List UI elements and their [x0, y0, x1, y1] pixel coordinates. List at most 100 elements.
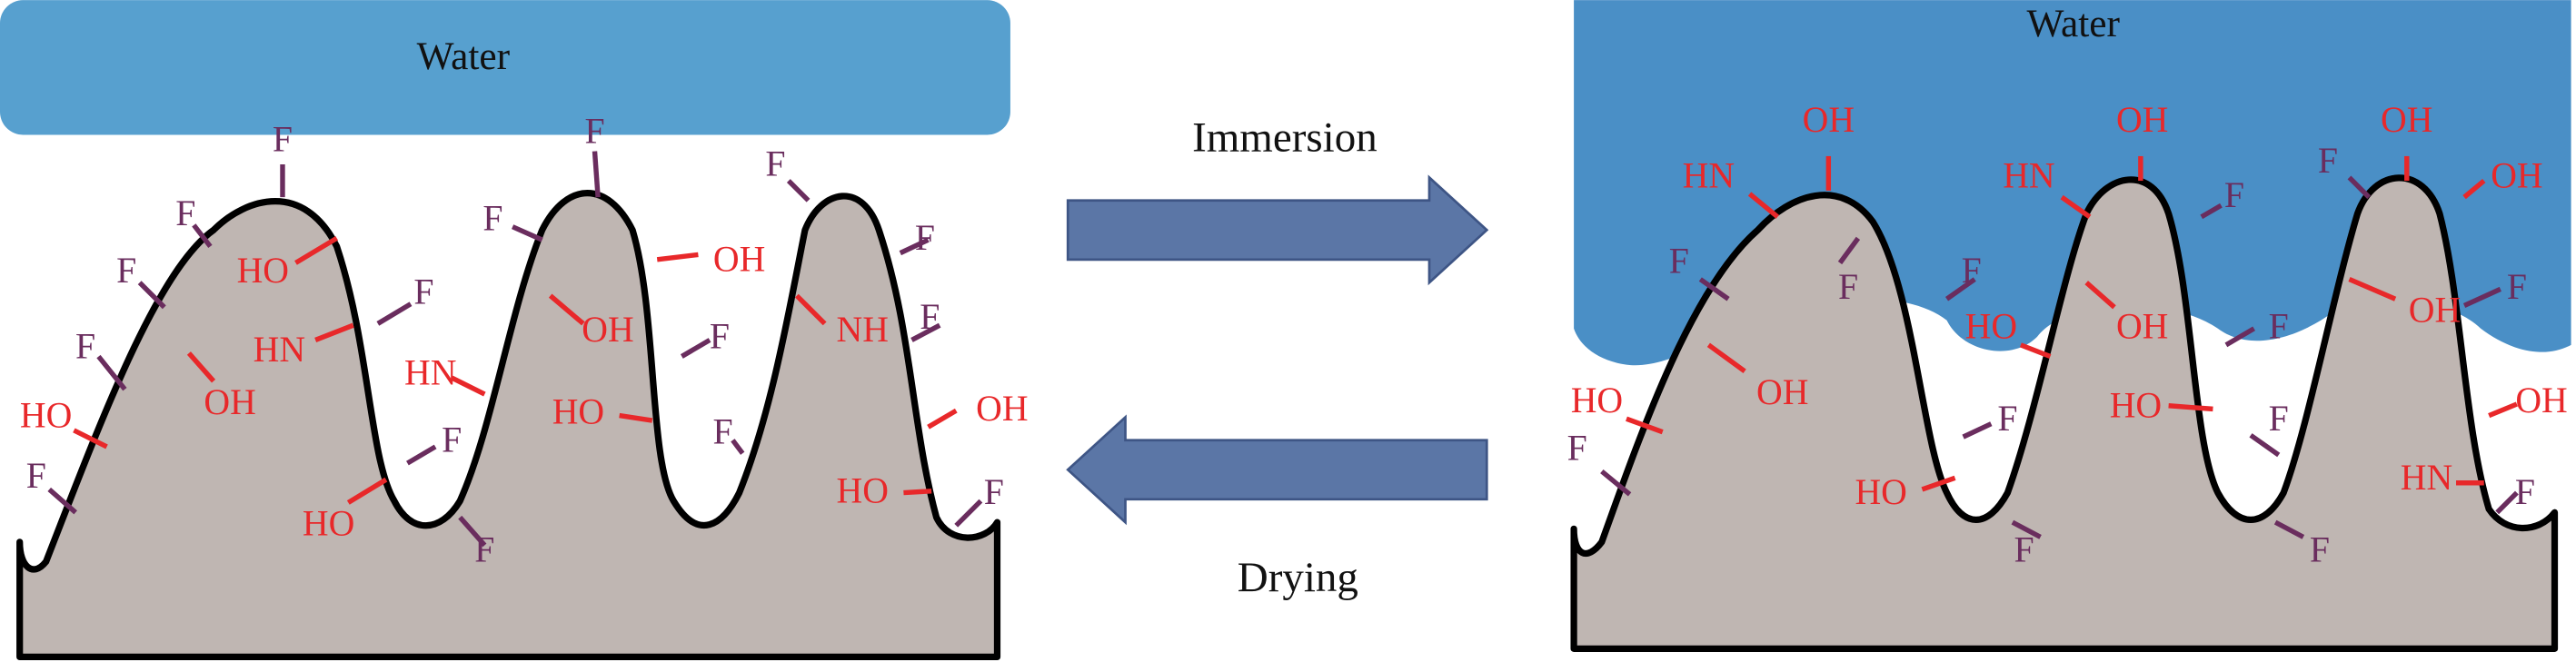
right-panel-group-label-f: F	[2014, 530, 2034, 570]
polar-bond	[2462, 178, 2486, 200]
c-f-bond	[786, 179, 811, 203]
left-panel: Water	[0, 0, 1010, 661]
c-f-bond	[1837, 236, 1861, 265]
right-panel-group-label-f: F	[2269, 307, 2289, 347]
right-panel-group-label-hn: HN	[2003, 155, 2054, 195]
right-water-label: Water	[2027, 2, 2121, 45]
right-panel-group-label-f: F	[1669, 241, 1689, 281]
left-panel-group-label-f: F	[116, 251, 136, 291]
immersion-arrow: Immersion	[1066, 114, 1489, 286]
right-panel-group-label-ho: HO	[2110, 385, 2162, 425]
c-f-bond	[376, 301, 413, 326]
right-panel-group-label-f: F	[1997, 399, 2017, 439]
c-f-bond	[47, 487, 77, 515]
left-panel-group-label-f: F	[482, 198, 502, 238]
left-water-layer	[0, 0, 1010, 135]
c-f-bond	[406, 444, 437, 466]
polar-bond	[314, 322, 354, 342]
right-panel-group-label-f: F	[1838, 267, 1858, 307]
right-panel-group-label-oh: OH	[2409, 291, 2461, 331]
c-f-bond	[512, 224, 543, 242]
c-f-bond	[731, 439, 745, 455]
right-panel-group-label-oh: OH	[2515, 380, 2567, 420]
c-f-bond	[910, 322, 941, 342]
c-f-bond	[2273, 519, 2305, 539]
left-panel-group-label-ho: HO	[836, 470, 888, 510]
c-f-bond	[2249, 433, 2281, 458]
right-panel-group-label-ho: HO	[1571, 380, 1623, 420]
right-panel-group-label-oh: OH	[2116, 100, 2168, 140]
left-panel-group-label-nh: NH	[836, 310, 888, 350]
c-f-bond	[2200, 203, 2223, 220]
c-f-bond	[137, 281, 166, 310]
polar-bond	[2019, 342, 2052, 360]
right-panel-group-label-oh: OH	[1803, 100, 1855, 140]
polar-bond	[450, 375, 486, 397]
polar-bond	[927, 408, 958, 430]
c-f-bond	[1962, 421, 1993, 440]
polar-bond	[2060, 194, 2092, 220]
polar-bond	[548, 293, 585, 326]
left-water-label: Water	[417, 35, 511, 78]
right-panel-group-label-ho: HO	[1855, 472, 1906, 512]
right-panel-group-label-f: F	[1962, 251, 1982, 291]
drying-label: Drying	[1238, 554, 1358, 601]
polar-bond	[2488, 401, 2518, 419]
c-f-bond	[899, 237, 930, 256]
left-panel-group-label-f: F	[584, 111, 604, 151]
polar-bond	[73, 428, 108, 450]
left-panel-group-label-ho: HO	[237, 251, 289, 291]
polar-bond	[1921, 475, 1956, 492]
c-f-bond	[2224, 326, 2256, 348]
polar-bond	[619, 412, 653, 423]
left-panel-group-label-f: F	[915, 218, 935, 258]
left-panel-group-label-oh: OH	[204, 382, 255, 422]
left-panel-group-label-f: F	[26, 456, 46, 496]
right-panel-group-label-hn: HN	[1683, 155, 1735, 195]
polar-bond	[346, 477, 388, 505]
c-f-bond	[96, 354, 127, 391]
left-panel-group-label-f: F	[712, 411, 732, 451]
c-f-bond	[458, 515, 487, 548]
right-panel-group-label-oh: OH	[2491, 155, 2542, 195]
right-panel-group-label-oh: OH	[2381, 100, 2432, 140]
drying-arrow: Drying	[1066, 414, 1488, 601]
right-panel-group-label-oh: OH	[1756, 372, 1808, 412]
c-f-bond	[680, 338, 711, 359]
immersion-label: Immersion	[1192, 114, 1378, 162]
right-panel-group-label-f: F	[2224, 175, 2244, 215]
left-panel-group-label-hn: HN	[254, 330, 305, 370]
c-f-bond	[1600, 469, 1632, 497]
right-panel-group-label-f: F	[2269, 399, 2289, 439]
left-panel-group-label-oh: OH	[976, 389, 1028, 429]
polar-bond	[2168, 403, 2213, 412]
c-f-bond	[2011, 519, 2042, 539]
left-panel-group-label-f: F	[710, 316, 730, 356]
left-panel-group-label-f: F	[920, 297, 940, 337]
left-panel-group-label-f: F	[442, 420, 462, 459]
left-panel-group-label-f: F	[765, 144, 785, 184]
left-arrow-icon	[1066, 414, 1488, 526]
c-f-bond	[1698, 277, 1730, 301]
right-panel-group-label-ho: HO	[1965, 307, 2017, 347]
left-rough-substrate	[16, 190, 1001, 661]
right-panel-group-label-hn: HN	[2401, 458, 2452, 498]
left-panel-group-label-oh: OH	[713, 240, 765, 280]
left-panel-group-label-f: F	[273, 120, 293, 160]
right-arrow-icon	[1066, 174, 1489, 286]
right-rough-substrate	[1570, 174, 2559, 652]
c-f-bond	[2462, 286, 2501, 308]
left-panel-group-label-ho: HO	[552, 392, 604, 432]
right-panel-group-label-f: F	[2318, 141, 2338, 181]
polar-bond	[903, 489, 932, 496]
bond-layer	[47, 151, 2519, 548]
left-panel-group-label-f: F	[474, 530, 494, 570]
left-panel-group-label-f: F	[75, 326, 95, 366]
c-f-bond	[954, 499, 983, 528]
right-panel-group-label-f: F	[2507, 267, 2527, 307]
polar-bond	[2084, 281, 2116, 310]
polar-bond	[2348, 277, 2397, 301]
polar-bond	[656, 252, 699, 262]
